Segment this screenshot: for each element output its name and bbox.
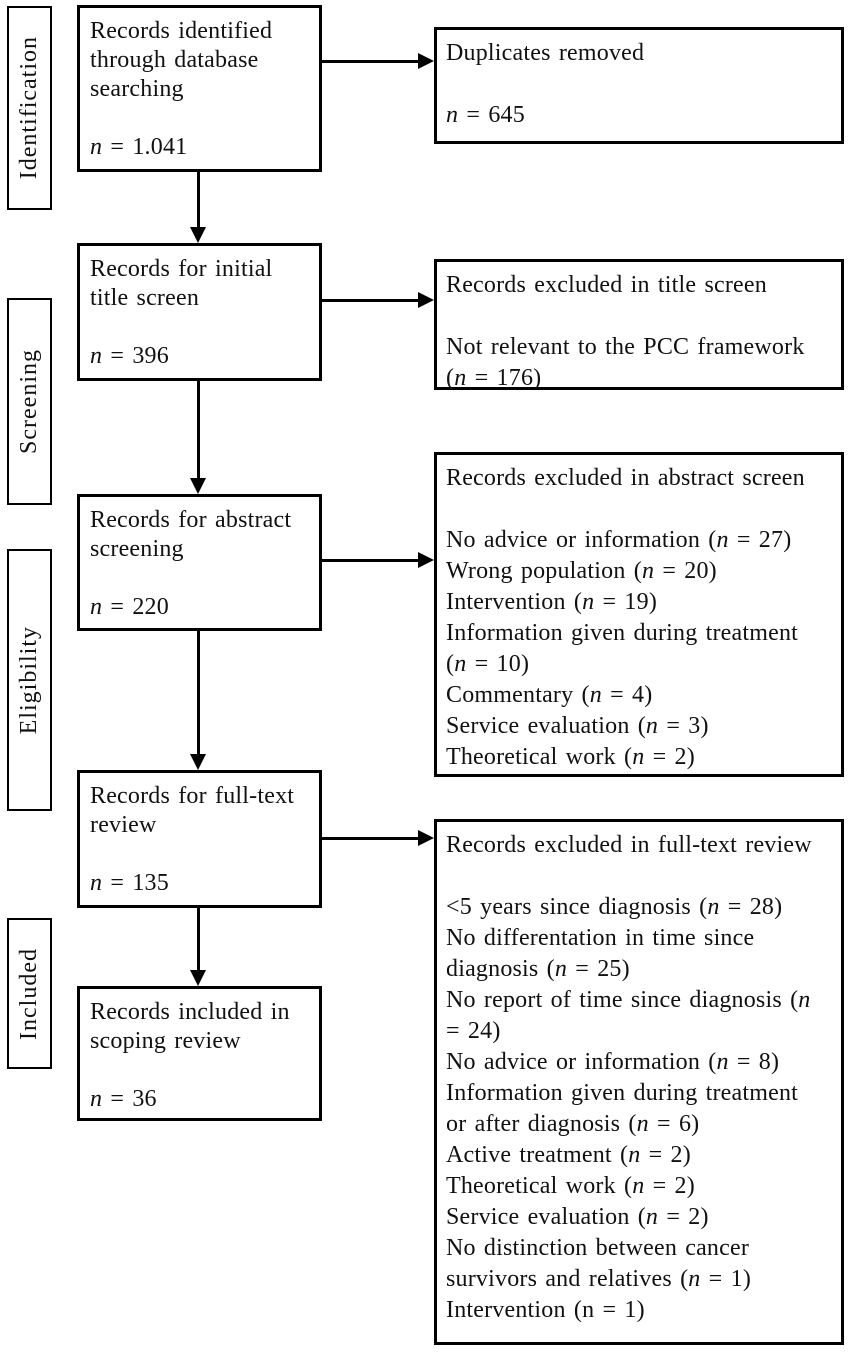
box-duplicates-removed-text: Duplicates removed n = 645 [446,40,645,128]
arrow-identified-to-title-screen [190,172,206,243]
arrow-full-text-to-excluded [322,830,434,846]
arrowhead-right-icon [418,292,434,308]
arrow-full-text-to-included [190,908,206,986]
box-excluded-full-text-review: Records excluded in full-text review <5 … [434,819,844,1345]
stage-label-included-text: Included [16,947,42,1040]
arrow-abstract-to-full-text [190,631,206,770]
arrow-abstract-to-excluded [322,552,434,568]
arrowhead-right-icon [418,552,434,568]
box-excluded-abstract-screen-text: Records excluded in abstract screen No a… [446,465,805,770]
stage-label-identification: Identification [7,6,52,210]
box-excluded-abstract-screen: Records excluded in abstract screen No a… [434,452,844,777]
arrow-identified-to-duplicates [322,53,434,69]
arrow-title-screen-to-excluded [322,292,434,308]
stage-label-screening-text: Screening [16,349,42,454]
arrowhead-down-icon [190,227,206,243]
stage-label-eligibility-text: Eligibility [16,625,42,735]
stage-label-eligibility: Eligibility [7,549,52,811]
stage-label-included: Included [7,918,52,1069]
stage-label-screening: Screening [7,298,52,505]
arrowhead-down-icon [190,754,206,770]
arrowhead-right-icon [418,53,434,69]
arrowhead-down-icon [190,478,206,494]
box-excluded-title-screen: Records excluded in title screen Not rel… [434,259,844,391]
arrowhead-right-icon [418,830,434,846]
box-excluded-title-screen-text: Records excluded in title screen Not rel… [446,272,805,391]
arrow-title-screen-to-abstract [190,381,206,494]
box-duplicates-removed: Duplicates removed n = 645 [434,27,844,144]
box-excluded-full-text-review-text: Records excluded in full-text review <5 … [446,832,812,1323]
stage-label-identification-text: Identification [16,36,42,180]
arrowhead-down-icon [190,970,206,986]
